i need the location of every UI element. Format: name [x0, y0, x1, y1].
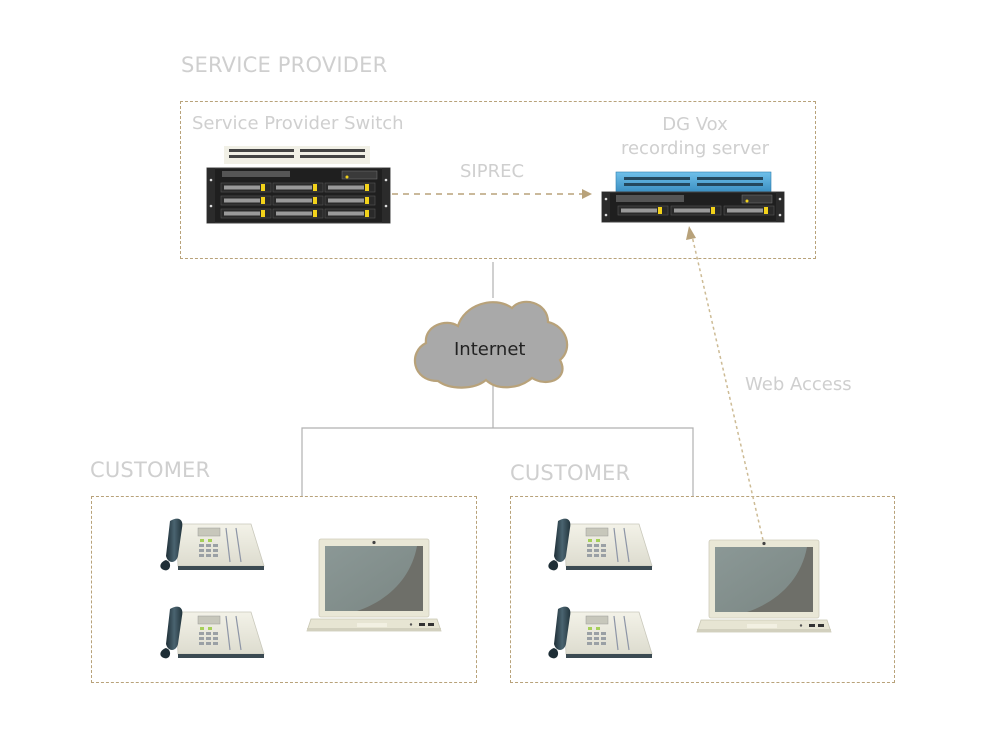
- customer-distribution-line: [301, 427, 694, 496]
- customer-2-phone-1-icon: [547, 517, 653, 571]
- customer-1-box: [91, 496, 477, 683]
- recording-server-icon: [601, 171, 785, 223]
- web-access-arrow: [686, 226, 764, 541]
- siprec-arrow: [392, 189, 592, 199]
- web-access-arrowhead-icon: [686, 226, 696, 240]
- customer-2-title: CUSTOMER: [510, 461, 631, 485]
- web-access-label: Web Access: [745, 374, 852, 395]
- customer-2-phone-2-icon: [547, 605, 653, 659]
- siprec-arrowhead-icon: [582, 189, 592, 199]
- customer-1-laptop-icon: [306, 538, 442, 632]
- switch-label: Service Provider Switch: [192, 113, 404, 134]
- recorder-label-line2: recording server: [620, 138, 770, 159]
- service-provider-box: [180, 101, 816, 259]
- siprec-label: SIPREC: [460, 161, 525, 182]
- recorder-label-line1: DG Vox: [662, 114, 728, 135]
- internet-label: Internet: [454, 339, 526, 360]
- internet-cloud-icon: [413, 300, 569, 389]
- network-lines: [301, 262, 694, 496]
- customer-2-box: [510, 496, 895, 683]
- customer-1-phone-2-icon: [159, 605, 265, 659]
- customer-1-phone-1-icon: [159, 517, 265, 571]
- service-provider-title: SERVICE PROVIDER: [181, 53, 388, 77]
- customer-2-laptop-icon: [696, 539, 832, 633]
- service-provider-switch-icon: [206, 146, 391, 224]
- customer-1-title: CUSTOMER: [90, 458, 211, 482]
